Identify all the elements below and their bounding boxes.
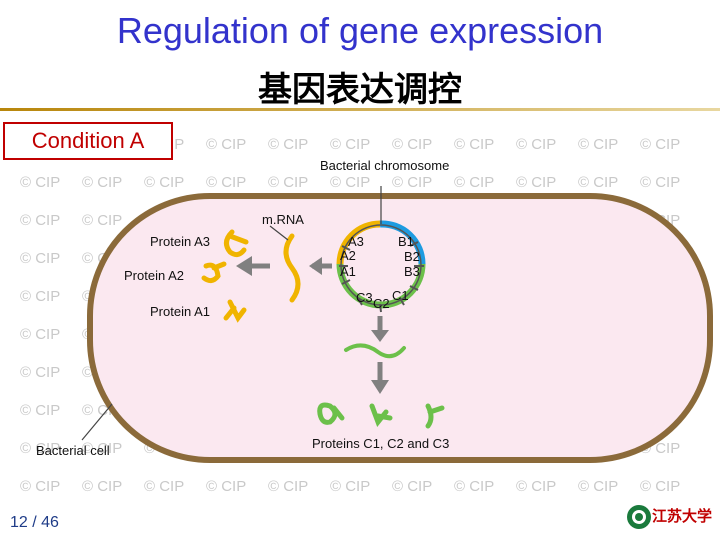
protein-a1-label: Protein A1 <box>150 304 210 319</box>
watermark-text: © CIP <box>392 174 433 191</box>
bacterial-chromosome <box>336 186 426 313</box>
protein-a1-shape <box>223 299 247 323</box>
watermark-text: © CIP <box>516 478 557 495</box>
watermark-text: © CIP <box>454 174 495 191</box>
mrna-c-strand <box>344 343 406 359</box>
watermark-text: © CIP <box>20 364 61 381</box>
gene-c3-label: C3 <box>356 290 373 305</box>
watermark-text: © CIP <box>454 136 495 153</box>
gene-a1-label: A1 <box>340 264 356 279</box>
watermark-text: © CIP <box>578 136 619 153</box>
protein-a3-label: Protein A3 <box>150 234 210 249</box>
watermark-text: © CIP <box>516 136 557 153</box>
watermark-text: © CIP <box>20 288 61 305</box>
watermark-text: © CIP <box>20 478 61 495</box>
mrna-a-strand <box>283 233 301 303</box>
watermark-text: © CIP <box>578 174 619 191</box>
watermark-text: © CIP <box>20 440 61 457</box>
watermark-text: © CIP <box>20 212 61 229</box>
protein-c2-shape <box>369 403 393 427</box>
watermark-text: © CIP <box>20 326 61 343</box>
gene-c1-label: C1 <box>392 288 409 303</box>
mrna-c-to-protein-arrow-head <box>371 380 389 394</box>
gene-a2-label: A2 <box>340 248 356 263</box>
university-name: 江苏大学 <box>652 507 713 525</box>
protein-c-shapes <box>317 402 445 429</box>
watermark-text: © CIP <box>392 478 433 495</box>
watermark-text: © CIP <box>82 212 123 229</box>
watermark-text: © CIP <box>144 478 185 495</box>
mrna-to-protein-arrow-head <box>236 256 252 276</box>
gene-a-segment <box>336 220 381 265</box>
watermark-text: © CIP <box>206 478 247 495</box>
watermark-text: © CIP <box>640 478 681 495</box>
watermark-text: © CIP <box>640 174 681 191</box>
watermark-text: © CIP <box>330 174 371 191</box>
bacterial-cell-label: Bacterial cell <box>36 443 110 458</box>
cell-label-leader <box>81 403 113 441</box>
proteins-c-label: Proteins C1, C2 and C3 <box>312 436 449 451</box>
mrna-label: m.RNA <box>262 212 304 227</box>
page-number: 12 / 46 <box>10 514 59 531</box>
watermark-text: © CIP <box>330 136 371 153</box>
watermark-text: © CIP <box>268 136 309 153</box>
chromosome-to-mrna-arrow-head <box>309 257 322 275</box>
watermark-text: © CIP <box>20 174 61 191</box>
watermark-text: © CIP <box>578 478 619 495</box>
chromosome-label: Bacterial chromosome <box>320 158 449 173</box>
gene-b3-label: B3 <box>404 264 420 279</box>
protein-a-shapes <box>201 229 249 323</box>
watermark-text: © CIP <box>82 440 123 457</box>
watermark-text: © CIP <box>454 478 495 495</box>
gene-b2-label: B2 <box>404 249 420 264</box>
chromosome-to-mrna-c-arrow-head <box>371 330 389 342</box>
protein-a2-shape <box>201 261 227 284</box>
protein-c1-shape <box>425 403 445 429</box>
watermark-text: © CIP <box>268 174 309 191</box>
watermark-text: © CIP <box>20 250 61 267</box>
watermark-text: © CIP <box>206 136 247 153</box>
watermark-text: © CIP <box>82 478 123 495</box>
title-divider <box>0 108 720 111</box>
watermark-text: © CIP <box>640 136 681 153</box>
gene-c2-label: C2 <box>373 296 390 311</box>
watermark-text: © CIP <box>392 136 433 153</box>
page-subtitle: 基因表达调控 <box>258 70 462 110</box>
watermark-text: © CIP <box>144 174 185 191</box>
watermark-text: © CIP <box>516 174 557 191</box>
watermark-text: © CIP <box>206 174 247 191</box>
university-logo <box>627 505 651 529</box>
protein-c3-shape <box>317 402 345 425</box>
page-title: Regulation of gene expression <box>116 10 604 51</box>
protein-a2-label: Protein A2 <box>124 268 184 283</box>
gene-a3-label: A3 <box>348 234 364 249</box>
mrna-label-leader <box>269 225 289 241</box>
gene-b1-label: B1 <box>398 234 414 249</box>
watermark-text: © CIP <box>268 478 309 495</box>
condition-label: Condition A <box>3 122 173 160</box>
protein-a3-shape <box>224 229 249 258</box>
watermark-text: © CIP <box>82 174 123 191</box>
watermark-text: © CIP <box>330 478 371 495</box>
gene-b-segment <box>379 220 426 265</box>
watermark-text: © CIP <box>20 402 61 419</box>
